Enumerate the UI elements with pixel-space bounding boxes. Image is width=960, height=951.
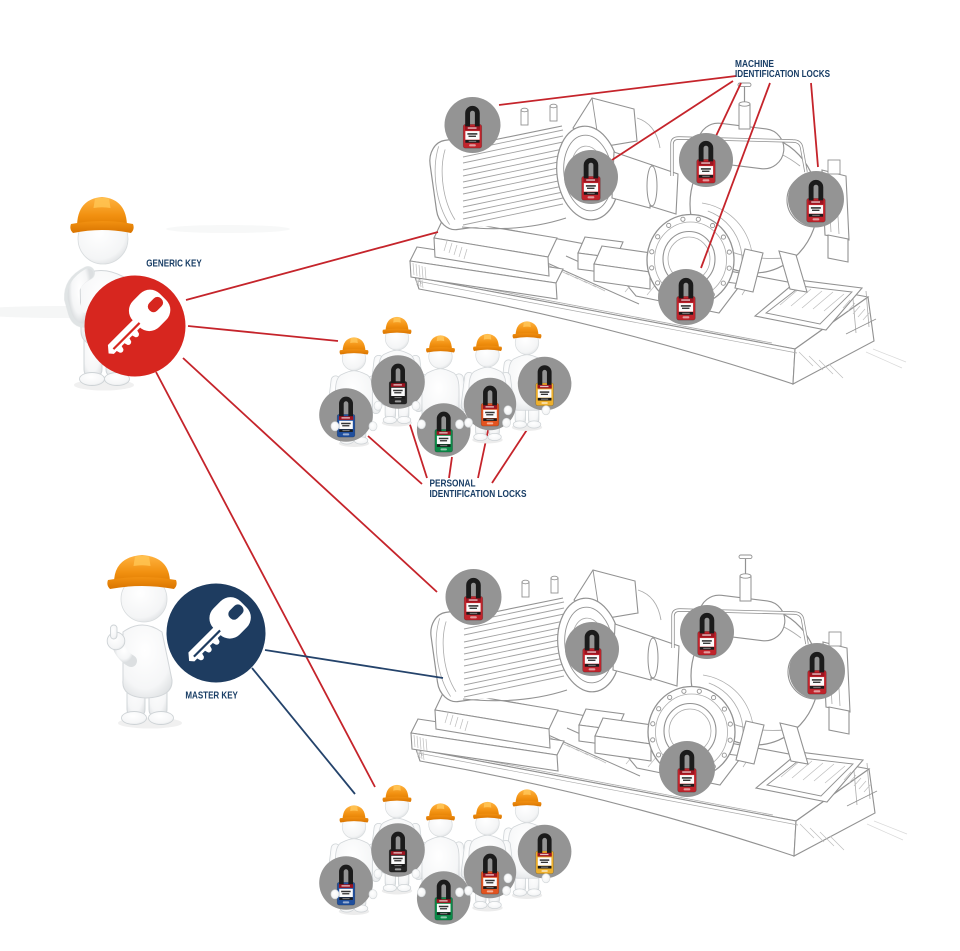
svg-text:IDENTIFICATION LOCKS: IDENTIFICATION LOCKS (430, 489, 527, 500)
svg-text:PERSONAL: PERSONAL (430, 479, 476, 490)
svg-text:MASTER KEY: MASTER KEY (185, 691, 238, 702)
svg-text:GENERIC KEY: GENERIC KEY (146, 258, 202, 269)
svg-text:IDENTIFICATION LOCKS: IDENTIFICATION LOCKS (735, 69, 830, 80)
svg-text:MACHINE: MACHINE (735, 59, 774, 70)
